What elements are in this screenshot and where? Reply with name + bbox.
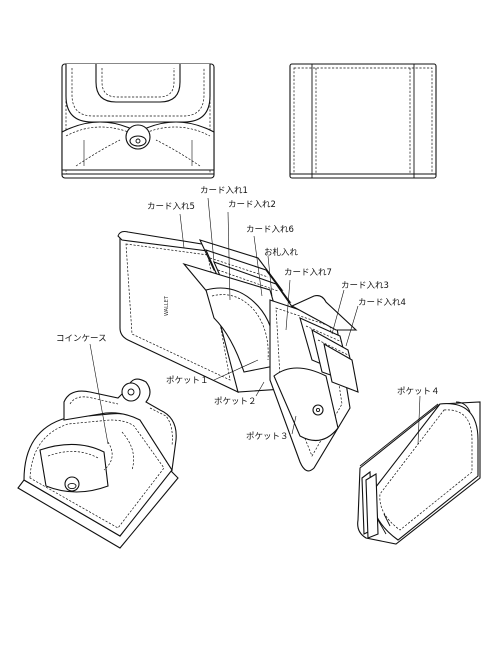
label-bill-slot: お札入れ xyxy=(264,248,299,258)
label-pocket-1: ポケット１ xyxy=(166,376,209,386)
label-pocket-4: ポケット４ xyxy=(397,387,440,397)
leader-lines xyxy=(89,197,421,445)
label-card-slot-3: カード入れ3 xyxy=(341,281,389,291)
wallet-front-view xyxy=(61,63,215,179)
label-card-slot-6: カード入れ6 xyxy=(246,225,294,235)
label-card-slot-7: カード入れ7 xyxy=(284,268,332,278)
pocket-4-view xyxy=(357,401,481,545)
label-coin-case: コインケース xyxy=(56,334,107,344)
label-pocket-3: ポケット３ xyxy=(246,432,289,442)
wallet-open-view: WALLET xyxy=(117,230,359,472)
coin-case-view xyxy=(17,378,179,549)
svg-text:WALLET: WALLET xyxy=(164,295,170,316)
label-card-slot-2: カード入れ2 xyxy=(228,200,276,210)
wallet-back-view xyxy=(289,63,437,179)
label-pocket-2: ポケット２ xyxy=(214,397,257,407)
label-card-slot-4: カード入れ4 xyxy=(358,298,406,308)
label-card-slot-1: カード入れ1 xyxy=(200,186,248,196)
label-card-slot-5: カード入れ5 xyxy=(147,202,195,212)
